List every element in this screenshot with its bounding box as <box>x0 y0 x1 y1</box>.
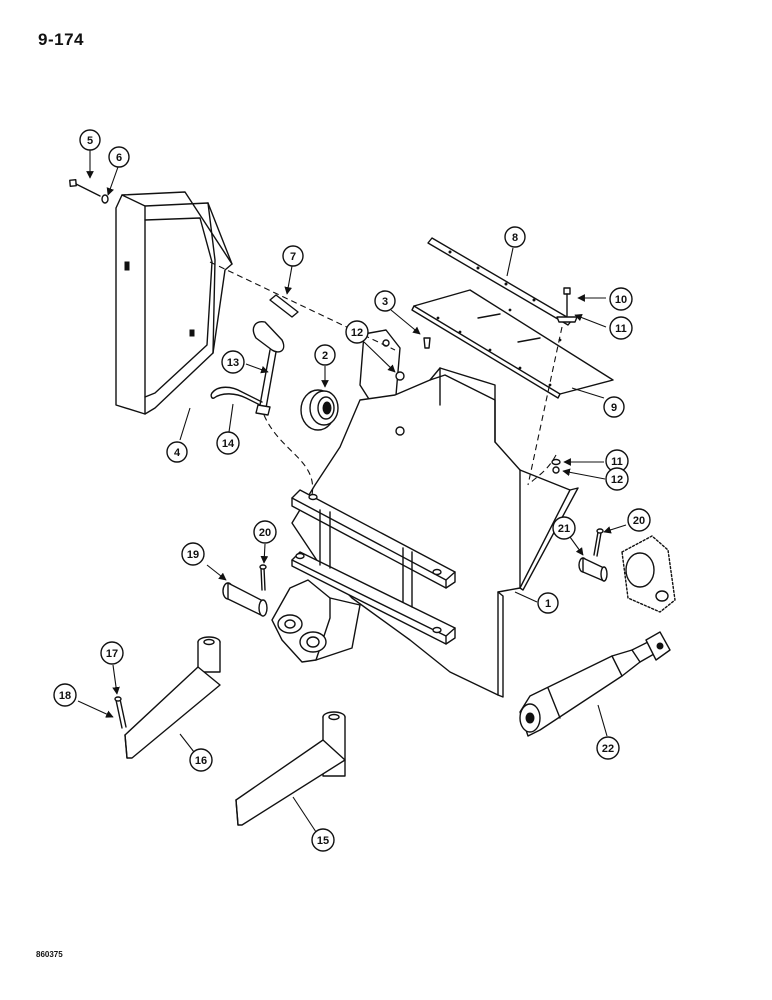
callout-label: 17 <box>106 648 118 660</box>
callout-3: 3 <box>374 290 396 312</box>
callout-18: 18 <box>53 683 77 707</box>
callout-4: 4 <box>166 441 188 463</box>
bushing-part <box>300 389 339 431</box>
pin-17-part <box>114 696 127 729</box>
callout-7: 7 <box>282 245 304 267</box>
callout-label: 14 <box>222 438 235 450</box>
page-number: 9-174 <box>38 30 84 49</box>
pin-19-part <box>222 582 268 617</box>
callout-11-upper: 11 <box>609 316 633 340</box>
callout-12-lower: 12 <box>605 467 629 491</box>
main-frame-part <box>271 329 579 698</box>
callout-19: 19 <box>181 542 205 566</box>
callout-label: 7 <box>290 251 296 263</box>
callout-15: 15 <box>311 828 335 852</box>
fitting-3-part <box>423 337 431 349</box>
callout-12-upper: 12 <box>345 320 369 344</box>
callout-21: 21 <box>552 516 576 540</box>
cotter-pin-right-part <box>593 528 604 557</box>
callout-label: 8 <box>512 232 518 244</box>
callout-2: 2 <box>314 344 336 366</box>
callout-label: 10 <box>615 294 627 306</box>
lift-arm-15-part <box>235 711 346 826</box>
lift-arm-16-part <box>124 636 221 759</box>
callout-6: 6 <box>108 146 130 168</box>
callout-label: 12 <box>611 474 623 486</box>
washer-nut-lower-part <box>551 458 561 474</box>
cover-plate-part <box>411 289 614 399</box>
callout-label: 5 <box>87 135 93 147</box>
callout-17: 17 <box>100 641 124 665</box>
callout-label: 11 <box>611 456 623 468</box>
callout-label: 2 <box>322 350 328 362</box>
callout-label: 16 <box>195 755 207 767</box>
cotter-pin-left-part <box>259 564 267 591</box>
callout-label: 6 <box>116 152 122 164</box>
callout-5: 5 <box>79 129 101 151</box>
callout-label: 22 <box>602 743 614 755</box>
bolt-10-part <box>556 287 578 323</box>
figure-code: 860375 <box>36 950 63 959</box>
callout-14: 14 <box>216 431 240 455</box>
spacer-7-part <box>269 294 299 318</box>
callout-8: 8 <box>504 226 526 248</box>
hydraulic-cylinder-part <box>519 631 671 737</box>
hitch-pin-part <box>252 321 285 416</box>
callout-20-left: 20 <box>253 520 277 544</box>
leader-lines <box>77 150 627 836</box>
callout-label: 13 <box>227 357 239 369</box>
callout-13: 13 <box>221 350 245 374</box>
callout-label: 3 <box>382 296 388 308</box>
callout-10: 10 <box>609 287 633 311</box>
callout-label: 18 <box>59 690 71 702</box>
callout-label: 12 <box>351 327 363 339</box>
callout-label: 20 <box>633 515 645 527</box>
callout-1: 1 <box>537 592 559 614</box>
side-shield-part <box>115 191 233 415</box>
callout-16: 16 <box>189 748 213 772</box>
bolt-5-part <box>69 179 109 204</box>
callout-label: 20 <box>259 527 271 539</box>
callout-label: 4 <box>174 447 181 459</box>
callout-9: 9 <box>603 396 625 418</box>
callout-label: 1 <box>545 598 551 610</box>
callout-label: 21 <box>558 523 570 535</box>
callout-label: 15 <box>317 835 329 847</box>
callout-22: 22 <box>596 736 620 760</box>
pin-21-part <box>578 557 608 582</box>
callout-label: 9 <box>611 402 617 414</box>
hair-pin-clip-part <box>210 386 263 406</box>
callout-label: 19 <box>187 549 199 561</box>
callout-label: 11 <box>615 323 627 335</box>
callout-20-right: 20 <box>627 508 651 532</box>
nut-12-upper-part <box>395 371 405 381</box>
cylinder-mount-part <box>621 535 676 613</box>
